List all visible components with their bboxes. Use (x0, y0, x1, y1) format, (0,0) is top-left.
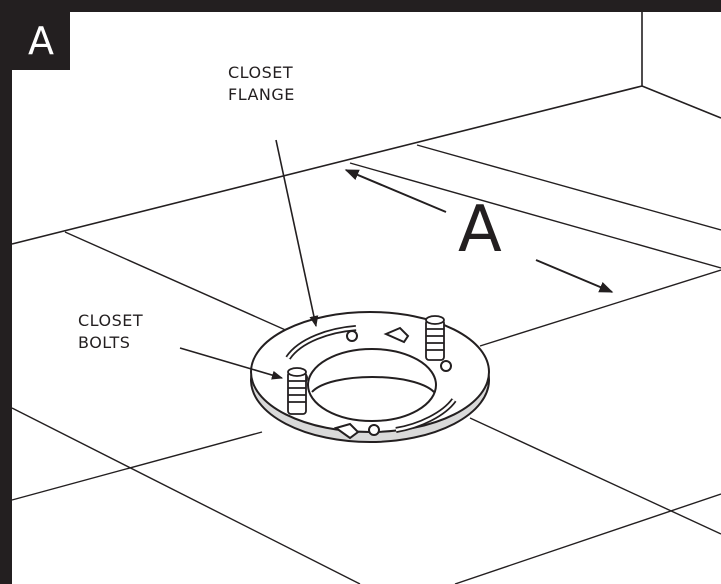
flange-hole-4 (368, 424, 380, 436)
flange-bore-inner-edge (311, 376, 435, 393)
tile-line-8 (454, 493, 721, 584)
flange-keyhole-bottom (333, 422, 360, 440)
closet-bolts-label: CLOSET BOLTS (78, 310, 143, 354)
dimension-label: A (458, 193, 502, 267)
frame-left (0, 0, 12, 584)
closet-flange (250, 311, 490, 443)
flange-bore (307, 348, 437, 422)
closet-flange-label-line-2: FLANGE (228, 85, 295, 104)
flange-keyhole-top (383, 326, 410, 344)
closet-bolts (287, 315, 445, 415)
wall-baseline-back (11, 85, 643, 245)
bolt-left (287, 367, 307, 415)
tile-line-1 (349, 162, 721, 269)
closet-bolts-label-line-2: BOLTS (78, 333, 131, 352)
frame-top (0, 0, 721, 12)
dimension-arrow-left (344, 169, 447, 213)
closet-bolts-label-line-1: CLOSET (78, 311, 144, 330)
closet-flange-label-line-1: CLOSET (228, 63, 294, 82)
wall-baseline-right (641, 85, 721, 119)
flange-hole-3 (440, 360, 452, 372)
leaders (179, 139, 319, 380)
tile-line-6 (11, 431, 263, 501)
tile-line-5 (469, 417, 721, 535)
walls (11, 12, 721, 245)
dimension-arrows (344, 169, 614, 293)
flange-hole-2 (346, 330, 358, 342)
floor-tiles (11, 144, 721, 584)
tile-line-4 (11, 407, 361, 584)
bolts-leader-arrow (179, 347, 284, 380)
bolt-right (425, 315, 445, 361)
dimension-arrow-right (535, 259, 614, 293)
closet-flange-label: CLOSET FLANGE (228, 62, 295, 106)
panel-badge: A (12, 12, 70, 70)
flange-leader-arrow (275, 139, 319, 328)
tile-line-2 (416, 144, 721, 231)
tile-line-7 (479, 269, 721, 347)
tile-line-3 (64, 231, 291, 333)
